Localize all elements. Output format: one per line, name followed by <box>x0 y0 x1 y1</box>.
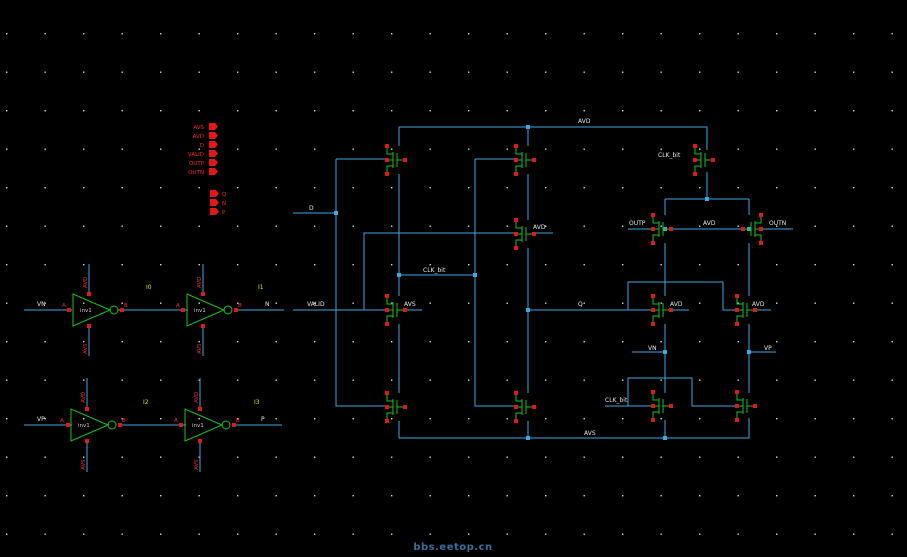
nmos-m9[interactable] <box>735 294 757 326</box>
net-labels: AVD AVS D VALID CLK_bit CLK_bit CLK_bit … <box>307 118 786 437</box>
nmos-m8[interactable] <box>651 294 673 326</box>
body-label-avd: AVD <box>533 224 546 231</box>
pmos-m1[interactable] <box>385 144 407 176</box>
core-wiring[interactable] <box>293 125 793 440</box>
body-label-avd: AVD <box>670 301 683 308</box>
instance-name: I3 <box>254 399 260 406</box>
net-label-q: Q <box>578 301 583 308</box>
input-pin-avd[interactable]: AVD <box>193 132 218 140</box>
net-label-vp: VP <box>764 345 772 352</box>
net-label-vn: VN <box>648 345 657 352</box>
nmos-m12[interactable] <box>651 390 673 422</box>
net-vp-wire[interactable]: VP <box>24 416 72 426</box>
inverter-i0[interactable]: inv1 A B AVD AVS I0 <box>62 264 152 356</box>
terminal-avd: AVD <box>83 277 89 288</box>
net-label-clk-bit: CLK_bit <box>423 267 446 274</box>
terminal-avs: AVS <box>83 343 89 354</box>
net-label-avd: AVD <box>703 220 716 227</box>
cell-name: inv1 <box>194 308 206 314</box>
input-pin-d[interactable]: D <box>200 141 218 149</box>
output-pin-q[interactable]: Q <box>210 190 227 198</box>
pin-label: D <box>200 143 204 149</box>
pin-label: P <box>222 210 226 216</box>
input-pin-avs[interactable]: AVS <box>193 123 218 131</box>
output-pin-p[interactable]: P <box>210 208 226 216</box>
input-pin-outn[interactable]: OUTN <box>188 168 218 176</box>
net-label-clk-bit: CLK_bit <box>658 152 681 159</box>
net-p-wire[interactable]: P <box>232 416 282 426</box>
terminal-avd: AVD <box>194 392 200 403</box>
pin-label: OUTP <box>189 161 205 167</box>
terminal-avs: AVS <box>81 459 87 470</box>
pin-list: AVS AVD D VALID OUTP OUTN Q N <box>188 123 227 216</box>
net-label-vp: VP <box>37 416 45 423</box>
pmos-m6[interactable] <box>741 213 763 245</box>
watermark: bbs.eetop.cn <box>413 542 492 553</box>
net-label-clk-bit: CLK_bit <box>605 397 628 404</box>
terminal-b: B <box>122 418 126 424</box>
net-label-outp: OUTP <box>629 220 646 227</box>
terminal-a: A <box>60 418 64 424</box>
pin-label: OUTN <box>188 170 204 176</box>
instance-name: I0 <box>146 284 152 291</box>
terminal-a: A <box>176 303 180 309</box>
body-label-avd: AVD <box>752 301 765 308</box>
net-label-valid: VALID <box>307 301 325 308</box>
terminal-a: A <box>174 418 178 424</box>
pin-label: AVS <box>193 125 204 131</box>
net-label-p: P <box>261 416 265 423</box>
net-vn-wire[interactable]: VN <box>24 301 72 311</box>
terminal-avs: AVS <box>197 343 203 354</box>
nmos-m10[interactable] <box>385 391 407 423</box>
cell-name: inv1 <box>80 308 92 314</box>
instance-name: I1 <box>258 284 264 291</box>
inverter-i1[interactable]: inv1 A B AVD AVS I1 <box>176 264 264 356</box>
pin-label: N <box>222 201 226 207</box>
terminal-avd: AVD <box>81 392 87 403</box>
cell-name: inv1 <box>78 423 90 429</box>
net-label-d: D <box>309 205 314 212</box>
input-pin-outp[interactable]: OUTP <box>189 159 218 167</box>
input-pin-valid[interactable]: VALID <box>188 150 218 158</box>
pin-label: VALID <box>188 152 204 158</box>
snap-grid <box>6 33 893 535</box>
transistor-layer <box>385 144 763 423</box>
pmos-m5[interactable] <box>651 213 673 245</box>
pmos-m3[interactable] <box>693 144 715 176</box>
net-label-outn: OUTN <box>769 220 786 227</box>
pmos-m2[interactable] <box>514 144 536 176</box>
net-label-avs: AVS <box>584 430 596 437</box>
terminal-b: B <box>238 303 242 309</box>
pin-label: AVD <box>193 134 204 140</box>
nmos-m11[interactable] <box>514 391 536 423</box>
instance-name: I2 <box>143 399 149 406</box>
output-pin-n[interactable]: N <box>210 199 226 207</box>
cell-name: inv1 <box>192 423 204 429</box>
net-label-n: N <box>265 301 270 308</box>
body-label-avs: AVS <box>404 301 416 308</box>
pmos-m4[interactable] <box>514 218 536 250</box>
terminal-avs: AVS <box>194 459 200 470</box>
nmos-m7[interactable] <box>385 294 407 326</box>
net-n-wire[interactable]: N <box>234 301 284 311</box>
terminal-b: B <box>124 303 128 309</box>
pin-label: Q <box>222 192 227 198</box>
terminal-avd: AVD <box>197 277 203 288</box>
terminal-b: B <box>236 418 240 424</box>
inverter-i2[interactable]: inv1 A B AVD AVS I2 <box>60 378 149 472</box>
nmos-m13[interactable] <box>735 390 757 422</box>
inverter-i3[interactable]: inv1 A B AVD AVS I3 <box>174 378 260 472</box>
net-label-vn: VN <box>37 301 46 308</box>
terminal-a: A <box>62 303 66 309</box>
net-label-avd: AVD <box>578 118 591 125</box>
